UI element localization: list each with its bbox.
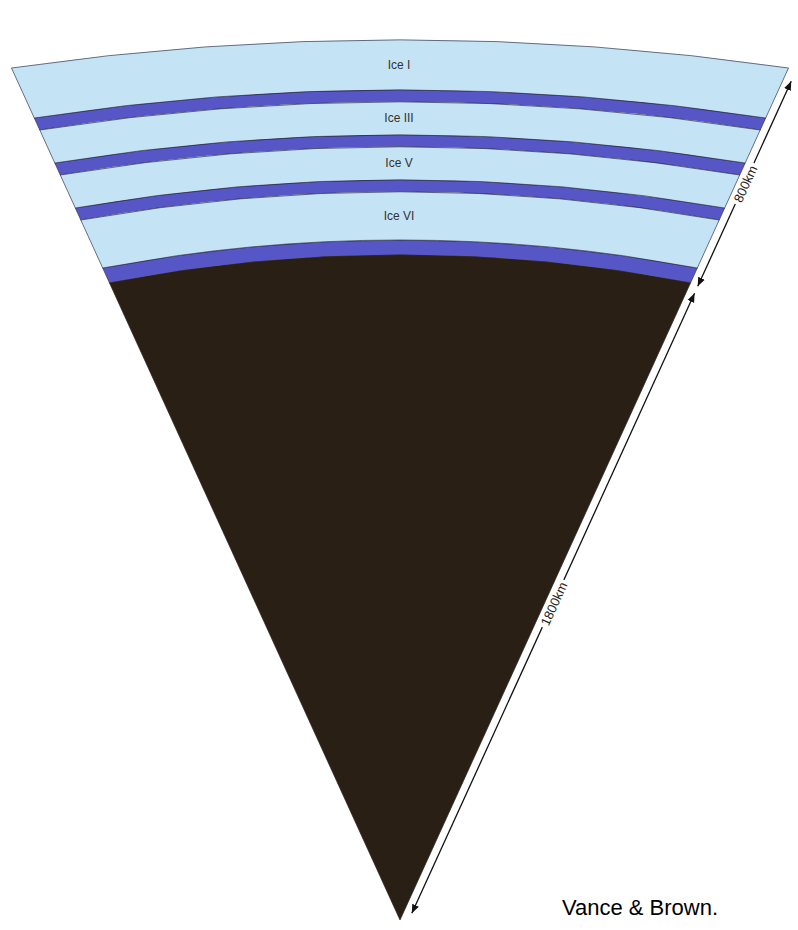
dimension-line (412, 293, 695, 913)
layer-label: Ice I (0, 58, 798, 72)
layer-label: Ice VI (0, 209, 798, 223)
ice-layer-band: Ice VI (0, 192, 798, 268)
rocky-core (110, 255, 691, 920)
source-credit: Vance & Brown. (559, 894, 721, 921)
layer-label: Ice III (0, 111, 798, 125)
band-outline (81, 192, 719, 268)
layer-label: Ice V (0, 156, 798, 170)
label-holder: Vance & Brown. (559, 894, 721, 921)
band-shape (0, 192, 798, 268)
